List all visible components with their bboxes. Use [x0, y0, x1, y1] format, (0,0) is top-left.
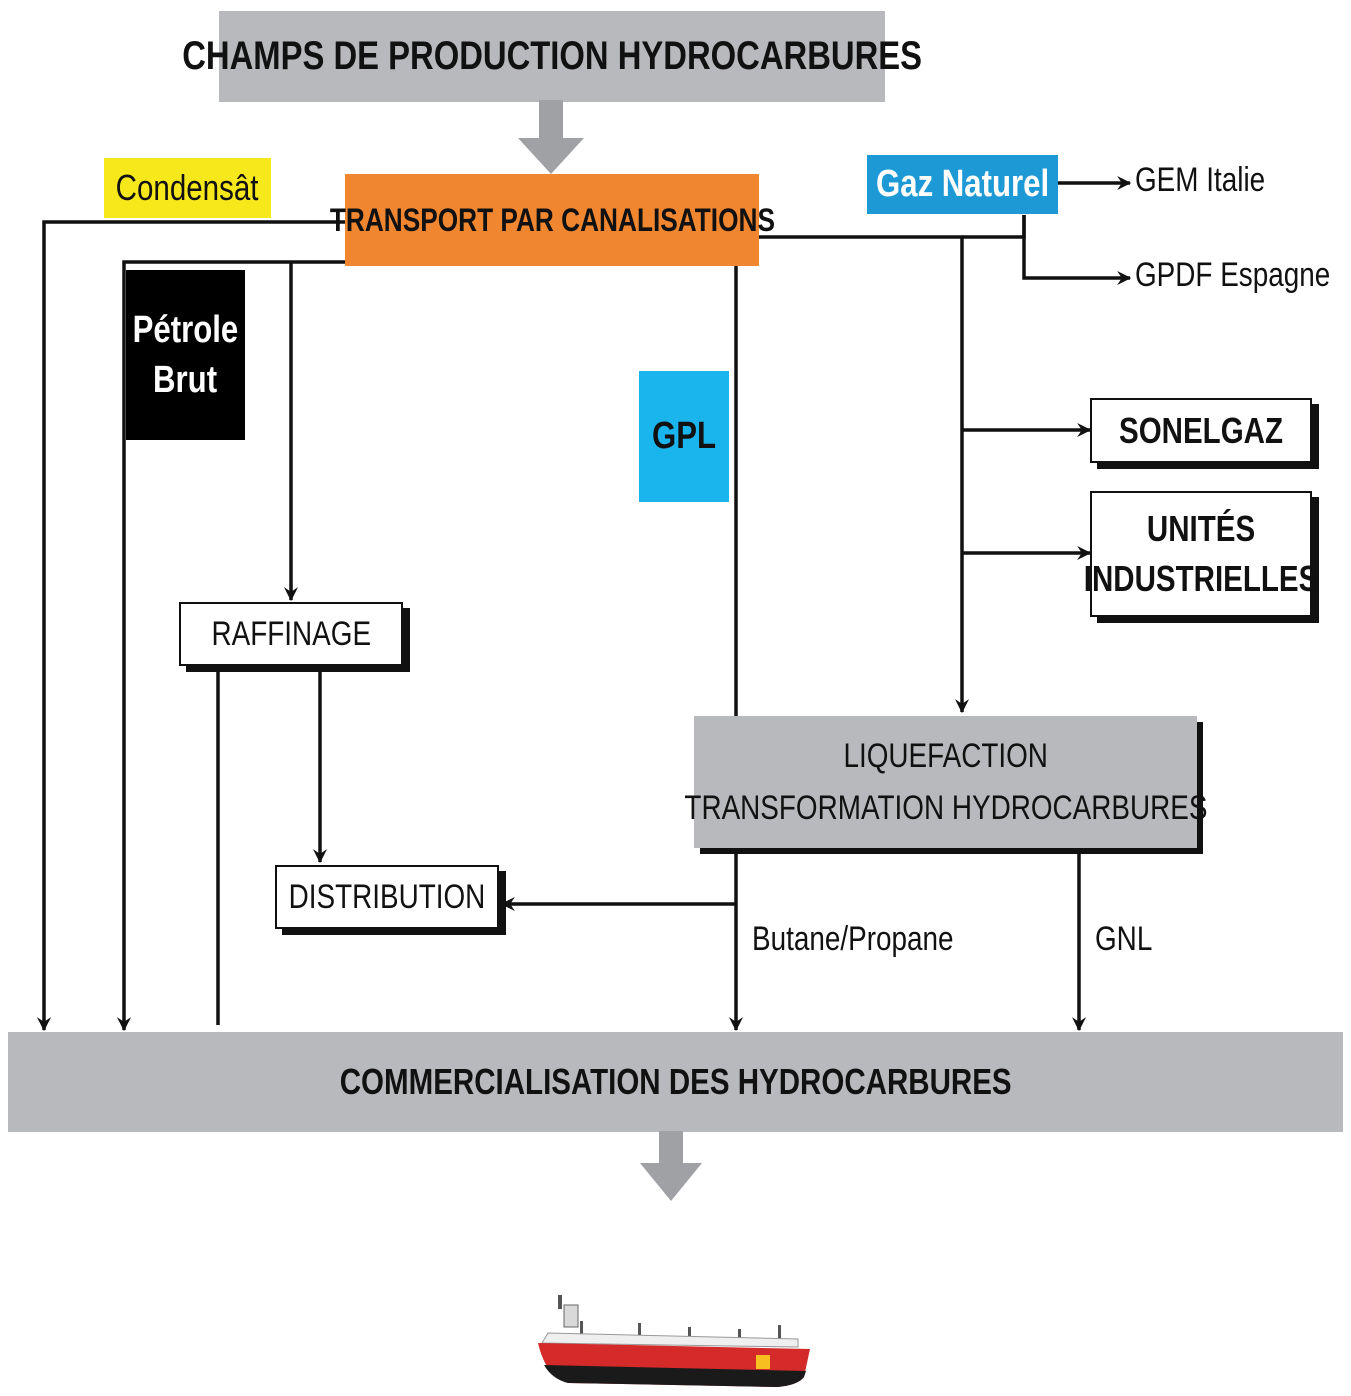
- commercialisation-box: COMMERCIALISATION DES HYDROCARBURES: [8, 1032, 1343, 1132]
- transport-label: TRANSPORT PAR CANALISATIONS: [329, 201, 775, 238]
- raffinage-label: RAFFINAGE: [211, 614, 371, 653]
- gpdf-espagne-label: GPDF Espagne: [1135, 256, 1331, 294]
- gaz-to-transport-line: [962, 215, 1026, 239]
- petrole-flow-line: [117, 260, 345, 1032]
- gpl-label: GPL: [651, 415, 717, 457]
- production-box: CHAMPS DE PRODUCTION HYDROCARBURES: [182, 11, 922, 102]
- unites-industrielles-box: UNITÉS INDUSTRIELLES: [1084, 491, 1318, 617]
- gpl-tag: GPL: [639, 371, 729, 502]
- liquefaction-box: LIQUEFACTION TRANSFORMATION HYDROCARBURE…: [684, 716, 1207, 848]
- raffinage-box: RAFFINAGE: [179, 602, 403, 666]
- gnl-label: GNL: [1095, 920, 1153, 958]
- sonelgaz-box: SONELGAZ: [1090, 398, 1312, 463]
- sonelgaz-label: SONELGAZ: [1118, 409, 1283, 451]
- transport-box: TRANSPORT PAR CANALISATIONS: [329, 174, 775, 266]
- butane-propane-label: Butane/Propane: [752, 920, 954, 958]
- petrole-brut-tag: Pétrole Brut: [126, 270, 245, 440]
- liquefaction-label-line2: TRANSFORMATION HYDROCARBURES: [683, 789, 1208, 827]
- distribution-box: DISTRIBUTION: [275, 865, 499, 929]
- gaz-naturel-tag: Gaz Naturel: [867, 155, 1058, 214]
- gem-italie-label: GEM Italie: [1135, 161, 1266, 199]
- liquefaction-label-line1: LIQUEFACTION: [843, 737, 1048, 775]
- condensat-label: Condensât: [116, 167, 259, 208]
- gaz-naturel-label: Gaz Naturel: [875, 163, 1050, 205]
- gpdf-arrow-line: [1022, 215, 1132, 285]
- export-down-arrow-icon: [640, 1131, 702, 1201]
- commercialisation-label: COMMERCIALISATION DES HYDROCARBURES: [339, 1061, 1012, 1102]
- petrole-label-line1: Pétrole: [132, 309, 239, 351]
- tanker-ship-icon: [538, 1295, 810, 1387]
- unites-label-line2: INDUSTRIELLES: [1083, 558, 1319, 599]
- condensat-tag: Condensât: [104, 158, 271, 218]
- unites-label-line1: UNITÉS: [1146, 508, 1256, 549]
- production-label: CHAMPS DE PRODUCTION HYDROCARBURES: [182, 34, 922, 78]
- gaz-trunk-line: [758, 235, 969, 714]
- condensat-flow-line: [37, 220, 345, 1032]
- petrole-label-line2: Brut: [153, 359, 218, 401]
- distribution-label: DISTRIBUTION: [288, 877, 486, 916]
- production-down-arrow-icon: [518, 100, 584, 174]
